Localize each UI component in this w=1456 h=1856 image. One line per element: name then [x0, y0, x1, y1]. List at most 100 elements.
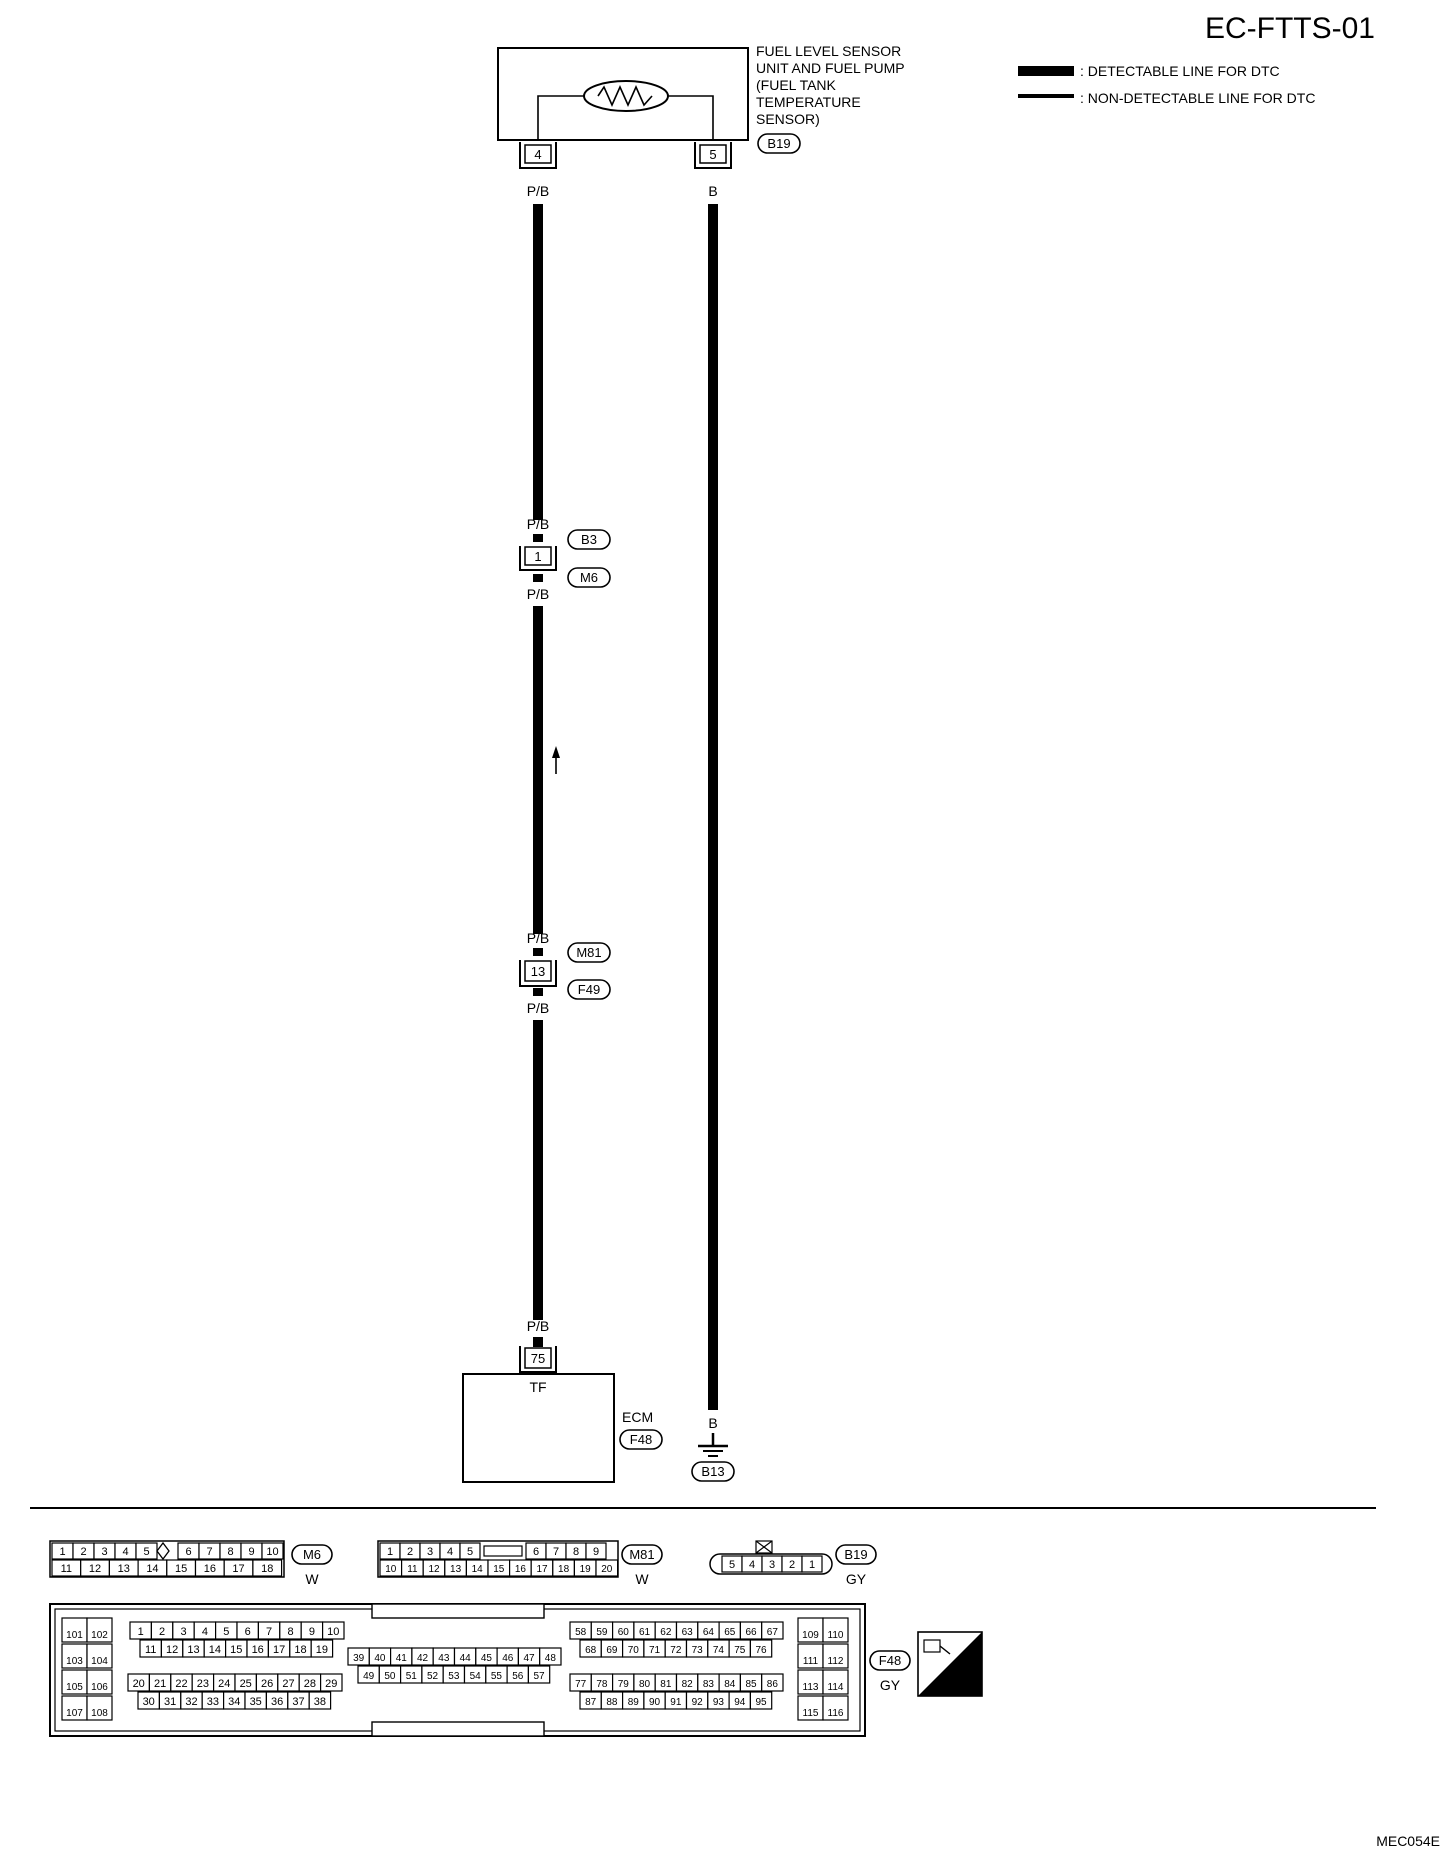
m6-top-pin: 4 [122, 1546, 128, 1558]
f48-g2-cell [310, 1639, 334, 1658]
connector-b19-id-outline [835, 1544, 877, 1565]
wire-color-label: P/B [527, 1318, 550, 1334]
ecm-connector-id: F48 [630, 1432, 652, 1447]
sensor-pin-ground: 5 [694, 142, 732, 169]
f48-g3-pin: 22 [175, 1678, 187, 1690]
f48-r1-pin: 64 [703, 1627, 715, 1638]
sensor-name-line-1: FUEL LEVEL SENSOR [756, 43, 901, 59]
f48-left-cell [86, 1669, 113, 1695]
b19-pin: 5 [729, 1559, 735, 1571]
m81-top-pin: 3 [427, 1546, 433, 1558]
f48-m1-pin: 48 [545, 1653, 557, 1664]
m81-bottom-pin: 17 [536, 1564, 548, 1575]
f48-r3-pin: 83 [703, 1679, 715, 1690]
f48-g1-pin: 1 [138, 1626, 144, 1638]
resistor-zigzag [597, 85, 653, 107]
m6-top-pin: 1 [59, 1546, 65, 1558]
f48-left-pin: 101 [66, 1630, 83, 1641]
f48-r4-pin: 94 [734, 1697, 746, 1708]
b19-cell [801, 1555, 823, 1573]
f48-g2-pin: 13 [187, 1644, 199, 1656]
m81-bottom-pin: 12 [428, 1564, 440, 1575]
connector-b19-id: B19 [844, 1547, 867, 1562]
connector-b19-frame [709, 1553, 833, 1575]
f48-g1-pin: 3 [180, 1626, 186, 1638]
f48-r1-pin: 63 [682, 1627, 694, 1638]
ground-wire: B B B13 [691, 183, 735, 1482]
connector-key-icon [156, 1541, 170, 1561]
f48-r1-cell [761, 1621, 784, 1640]
f48-left-cell [61, 1695, 88, 1721]
f48-g4-pin: 34 [228, 1696, 240, 1708]
m81-top-pin: 2 [407, 1546, 413, 1558]
f48-left-pin: 102 [91, 1630, 108, 1641]
f48-r3-cell [761, 1673, 784, 1692]
m6-top-pin: 5 [143, 1546, 149, 1558]
hs-badge-label: H.S. [951, 1682, 972, 1694]
f48-g4-pin: 31 [164, 1696, 176, 1708]
legend-detectable: : DETECTABLE LINE FOR DTC [1080, 63, 1280, 79]
connector-m6-color: W [305, 1571, 319, 1587]
b19-pin: 2 [789, 1559, 795, 1571]
f48-left-cell [61, 1643, 88, 1669]
signal-direction-arrow-icon [552, 746, 560, 774]
connector-f48-id-outline [869, 1650, 911, 1671]
f48-r4-cell [749, 1691, 773, 1710]
f48-r4-pin: 88 [606, 1697, 618, 1708]
wire-color-label: P/B [527, 516, 550, 532]
f48-g3-pin: 23 [197, 1678, 209, 1690]
f48-g4-pin: 32 [185, 1696, 197, 1708]
sensor-name-line-2: UNIT AND FUEL PUMP [756, 60, 905, 76]
f48-r4-pin: 89 [628, 1697, 640, 1708]
f48-m1-pin: 45 [481, 1653, 493, 1664]
hs-badge-fill [918, 1632, 982, 1696]
f48-right-cell [797, 1669, 824, 1695]
connector-f48-color: GY [880, 1677, 901, 1693]
m6-bottom-pin: 14 [146, 1563, 158, 1575]
junction-1-lower-connector: M6 [580, 570, 598, 585]
connector-m6-id: M6 [303, 1547, 321, 1562]
f48-r2-pin: 72 [670, 1645, 682, 1656]
f48-g2-pin: 11 [145, 1644, 156, 1656]
f48-r3-pin: 79 [618, 1679, 630, 1690]
f48-g2-pin: 16 [252, 1644, 264, 1656]
m81-bottom-pin: 18 [558, 1564, 570, 1575]
sensor-pin-signal-number: 4 [534, 147, 541, 162]
f48-m2-cell [527, 1665, 551, 1684]
ecm-unit: 75 TF ECM F48 [462, 1346, 663, 1483]
m81-top-cell [459, 1542, 481, 1560]
f48-right-cell [822, 1669, 849, 1695]
m6-bottom-pin: 12 [89, 1563, 101, 1575]
connector-f48-id: F48 [879, 1653, 901, 1668]
m6-top-pin: 8 [227, 1546, 233, 1558]
f48-m2-pin: 49 [363, 1671, 375, 1682]
f48-r2-pin: 71 [649, 1645, 661, 1656]
wire-color-label: P/B [527, 183, 550, 199]
f48-r2-pin: 74 [713, 1645, 725, 1656]
f48-g2-pin: 14 [209, 1644, 221, 1656]
junction-connector-1: 1 B3 M6 [519, 529, 611, 588]
f48-r4-pin: 87 [585, 1697, 597, 1708]
f48-right-cell [822, 1617, 849, 1643]
connector-m81-frame [377, 1540, 619, 1578]
f48-right-pin: 115 [803, 1708, 819, 1719]
ground-connector-id: B13 [701, 1464, 724, 1479]
legend-thick-line [1018, 66, 1074, 76]
f48-r4-pin: 91 [670, 1697, 682, 1708]
f48-g3-pin: 21 [154, 1678, 166, 1690]
m81-top-pin: 8 [573, 1546, 579, 1558]
f48-g3-pin: 20 [133, 1678, 145, 1690]
f48-right-pin: 111 [803, 1656, 819, 1667]
m6-bottom-pin: 13 [118, 1563, 130, 1575]
f48-g2-pin: 15 [230, 1644, 242, 1656]
f48-r3-pin: 82 [682, 1679, 694, 1690]
wire-color-label: P/B [527, 586, 550, 602]
f48-m2-pin: 57 [533, 1671, 545, 1682]
sensor-name-line-4: TEMPERATURE [756, 94, 861, 110]
m81-bottom-pin: 20 [601, 1564, 613, 1575]
b19-pin: 1 [809, 1559, 815, 1571]
